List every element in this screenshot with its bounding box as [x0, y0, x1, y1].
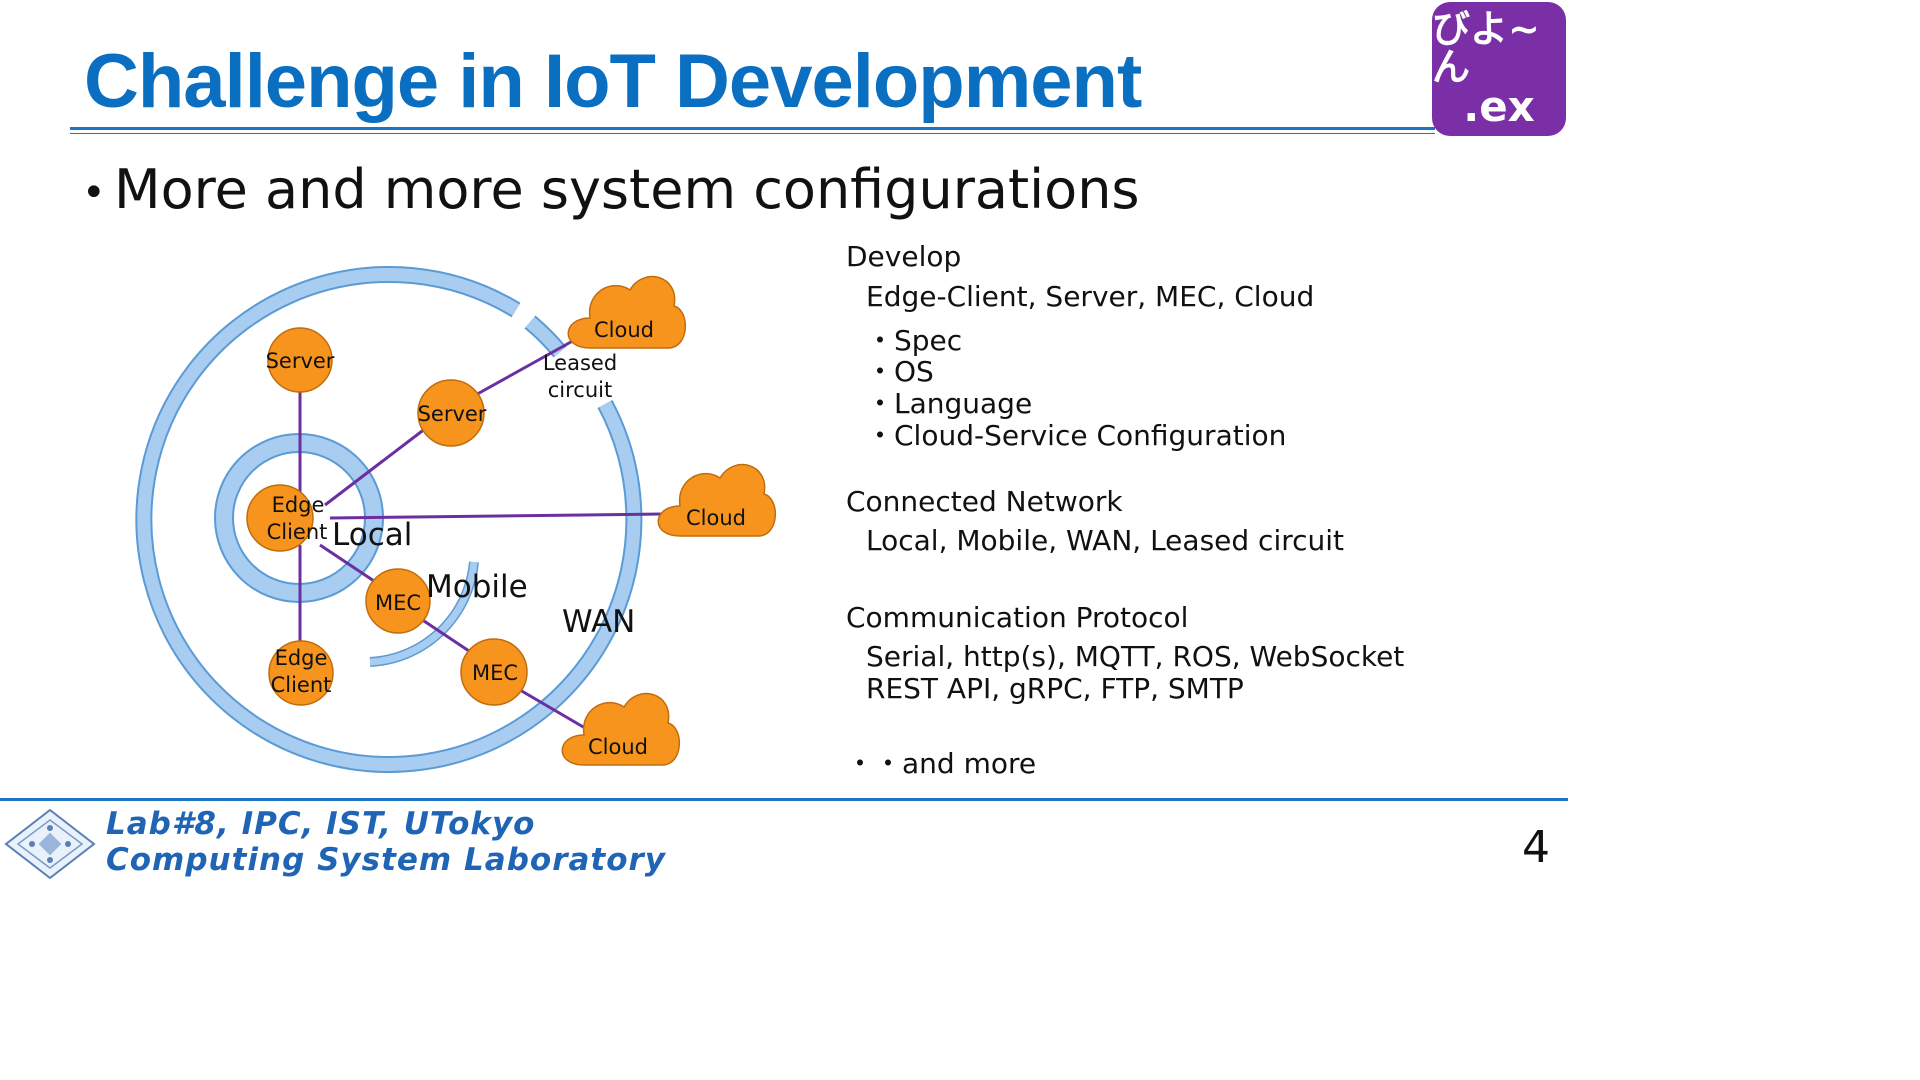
footer-rule: [0, 798, 1568, 801]
title-rule: [70, 127, 1435, 130]
server-label-mid: Server: [418, 402, 487, 426]
slide-title: Challenge in IoT Development: [84, 39, 1142, 124]
edge-client-label-bottom-2: Client: [271, 673, 332, 697]
link-mec-cloud: [519, 688, 586, 730]
edge-client-label-center-1: Edge: [272, 493, 325, 517]
logo-badge: びよ~ん .ex: [1432, 2, 1566, 136]
edge-client-node-center: [246, 484, 314, 552]
protocol-heading: Communication Protocol: [846, 601, 1189, 634]
mobile-label: Mobile: [426, 569, 528, 605]
cloud-label-top: Cloud: [594, 318, 654, 342]
link-mec-mec: [414, 613, 476, 657]
edge-client-label-center-2: Client: [267, 520, 328, 544]
bullet-dot-icon: •: [82, 170, 106, 217]
links: [298, 336, 663, 730]
edge-client-label-bottom-1: Edge: [275, 646, 328, 670]
server-label-top: Server: [266, 349, 335, 373]
logo-text-line1: びよ~ん: [1432, 7, 1540, 89]
and-more-text: ・・and more: [846, 747, 1037, 780]
title-rule-thin: [70, 133, 1435, 134]
edge-client-node-bottom: [268, 640, 334, 706]
main-bullet: •More and more system configurations: [82, 158, 1140, 221]
develop-item: ・Cloud-Service Configuration: [866, 419, 1287, 452]
network-diagram: Server Server Edge Client Edge Client ME…: [135, 265, 777, 773]
mec-node-1: [365, 568, 431, 634]
protocol-line-1: Serial, http(s), MQTT, ROS, WebSocket: [866, 640, 1405, 673]
logo-text-line2: .ex: [1463, 82, 1535, 131]
mec-label-2: MEC: [472, 661, 518, 685]
develop-item: ・Spec: [866, 324, 963, 357]
cloud-icon-mid: [657, 463, 777, 537]
network-value: Local, Mobile, WAN, Leased circuit: [866, 524, 1345, 557]
page-number: 4: [1522, 822, 1550, 873]
cloud-icon-top: [567, 275, 687, 349]
leased-label-1: Leased: [543, 351, 617, 375]
cloud-label-bottom: Cloud: [588, 735, 648, 759]
server-node-top: [267, 327, 333, 393]
footer-lab-line: Lab#8, IPC, IST, UTokyo: [106, 806, 536, 842]
wan-label: WAN: [562, 604, 635, 640]
leased-label-2: circuit: [548, 378, 612, 402]
protocol-line-2: REST API, gRPC, FTP, SMTP: [866, 672, 1244, 705]
link-edge-server: [324, 423, 431, 507]
develop-heading: Develop: [846, 240, 962, 273]
local-label: Local: [332, 517, 412, 553]
develop-targets: Edge-Client, Server, MEC, Cloud: [866, 280, 1315, 313]
link-server-cloud: [471, 336, 579, 399]
link-edge-cloud: [329, 512, 663, 520]
server-node-mid: [417, 379, 485, 447]
mec-node-2: [460, 638, 528, 706]
mec-label-1: MEC: [375, 591, 421, 615]
develop-item: ・OS: [866, 355, 934, 388]
lab-logo-icon: [4, 808, 96, 880]
network-heading: Connected Network: [846, 485, 1123, 518]
link-edge-mec: [319, 543, 381, 587]
footer-lab-name: Computing System Laboratory: [106, 842, 667, 878]
develop-item: ・Language: [866, 387, 1033, 420]
cloud-icon-bottom: [561, 692, 681, 766]
cloud-label-mid: Cloud: [686, 506, 746, 530]
main-bullet-text: More and more system configurations: [114, 158, 1140, 221]
